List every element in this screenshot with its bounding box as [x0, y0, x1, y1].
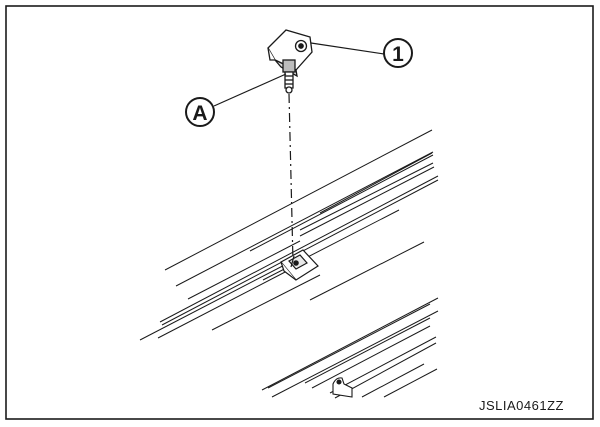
mounting-bracket-shape — [280, 249, 319, 281]
lower-clip-shape — [332, 377, 353, 398]
installation-guide-line — [288, 93, 294, 263]
roof-panel-lines — [139, 129, 439, 341]
callout-a-marker: A — [185, 97, 215, 127]
lower-rail-lines — [261, 297, 439, 399]
clip-part-shape — [267, 29, 313, 94]
callout-1-leader — [310, 42, 385, 55]
callout-1-marker: 1 — [383, 38, 413, 68]
callout-1-label: 1 — [392, 43, 404, 66]
figure-border — [5, 5, 594, 420]
callout-a-label: A — [192, 102, 207, 125]
callout-a-leader — [213, 73, 287, 107]
figure-code: JSLIA0461ZZ — [479, 398, 564, 413]
